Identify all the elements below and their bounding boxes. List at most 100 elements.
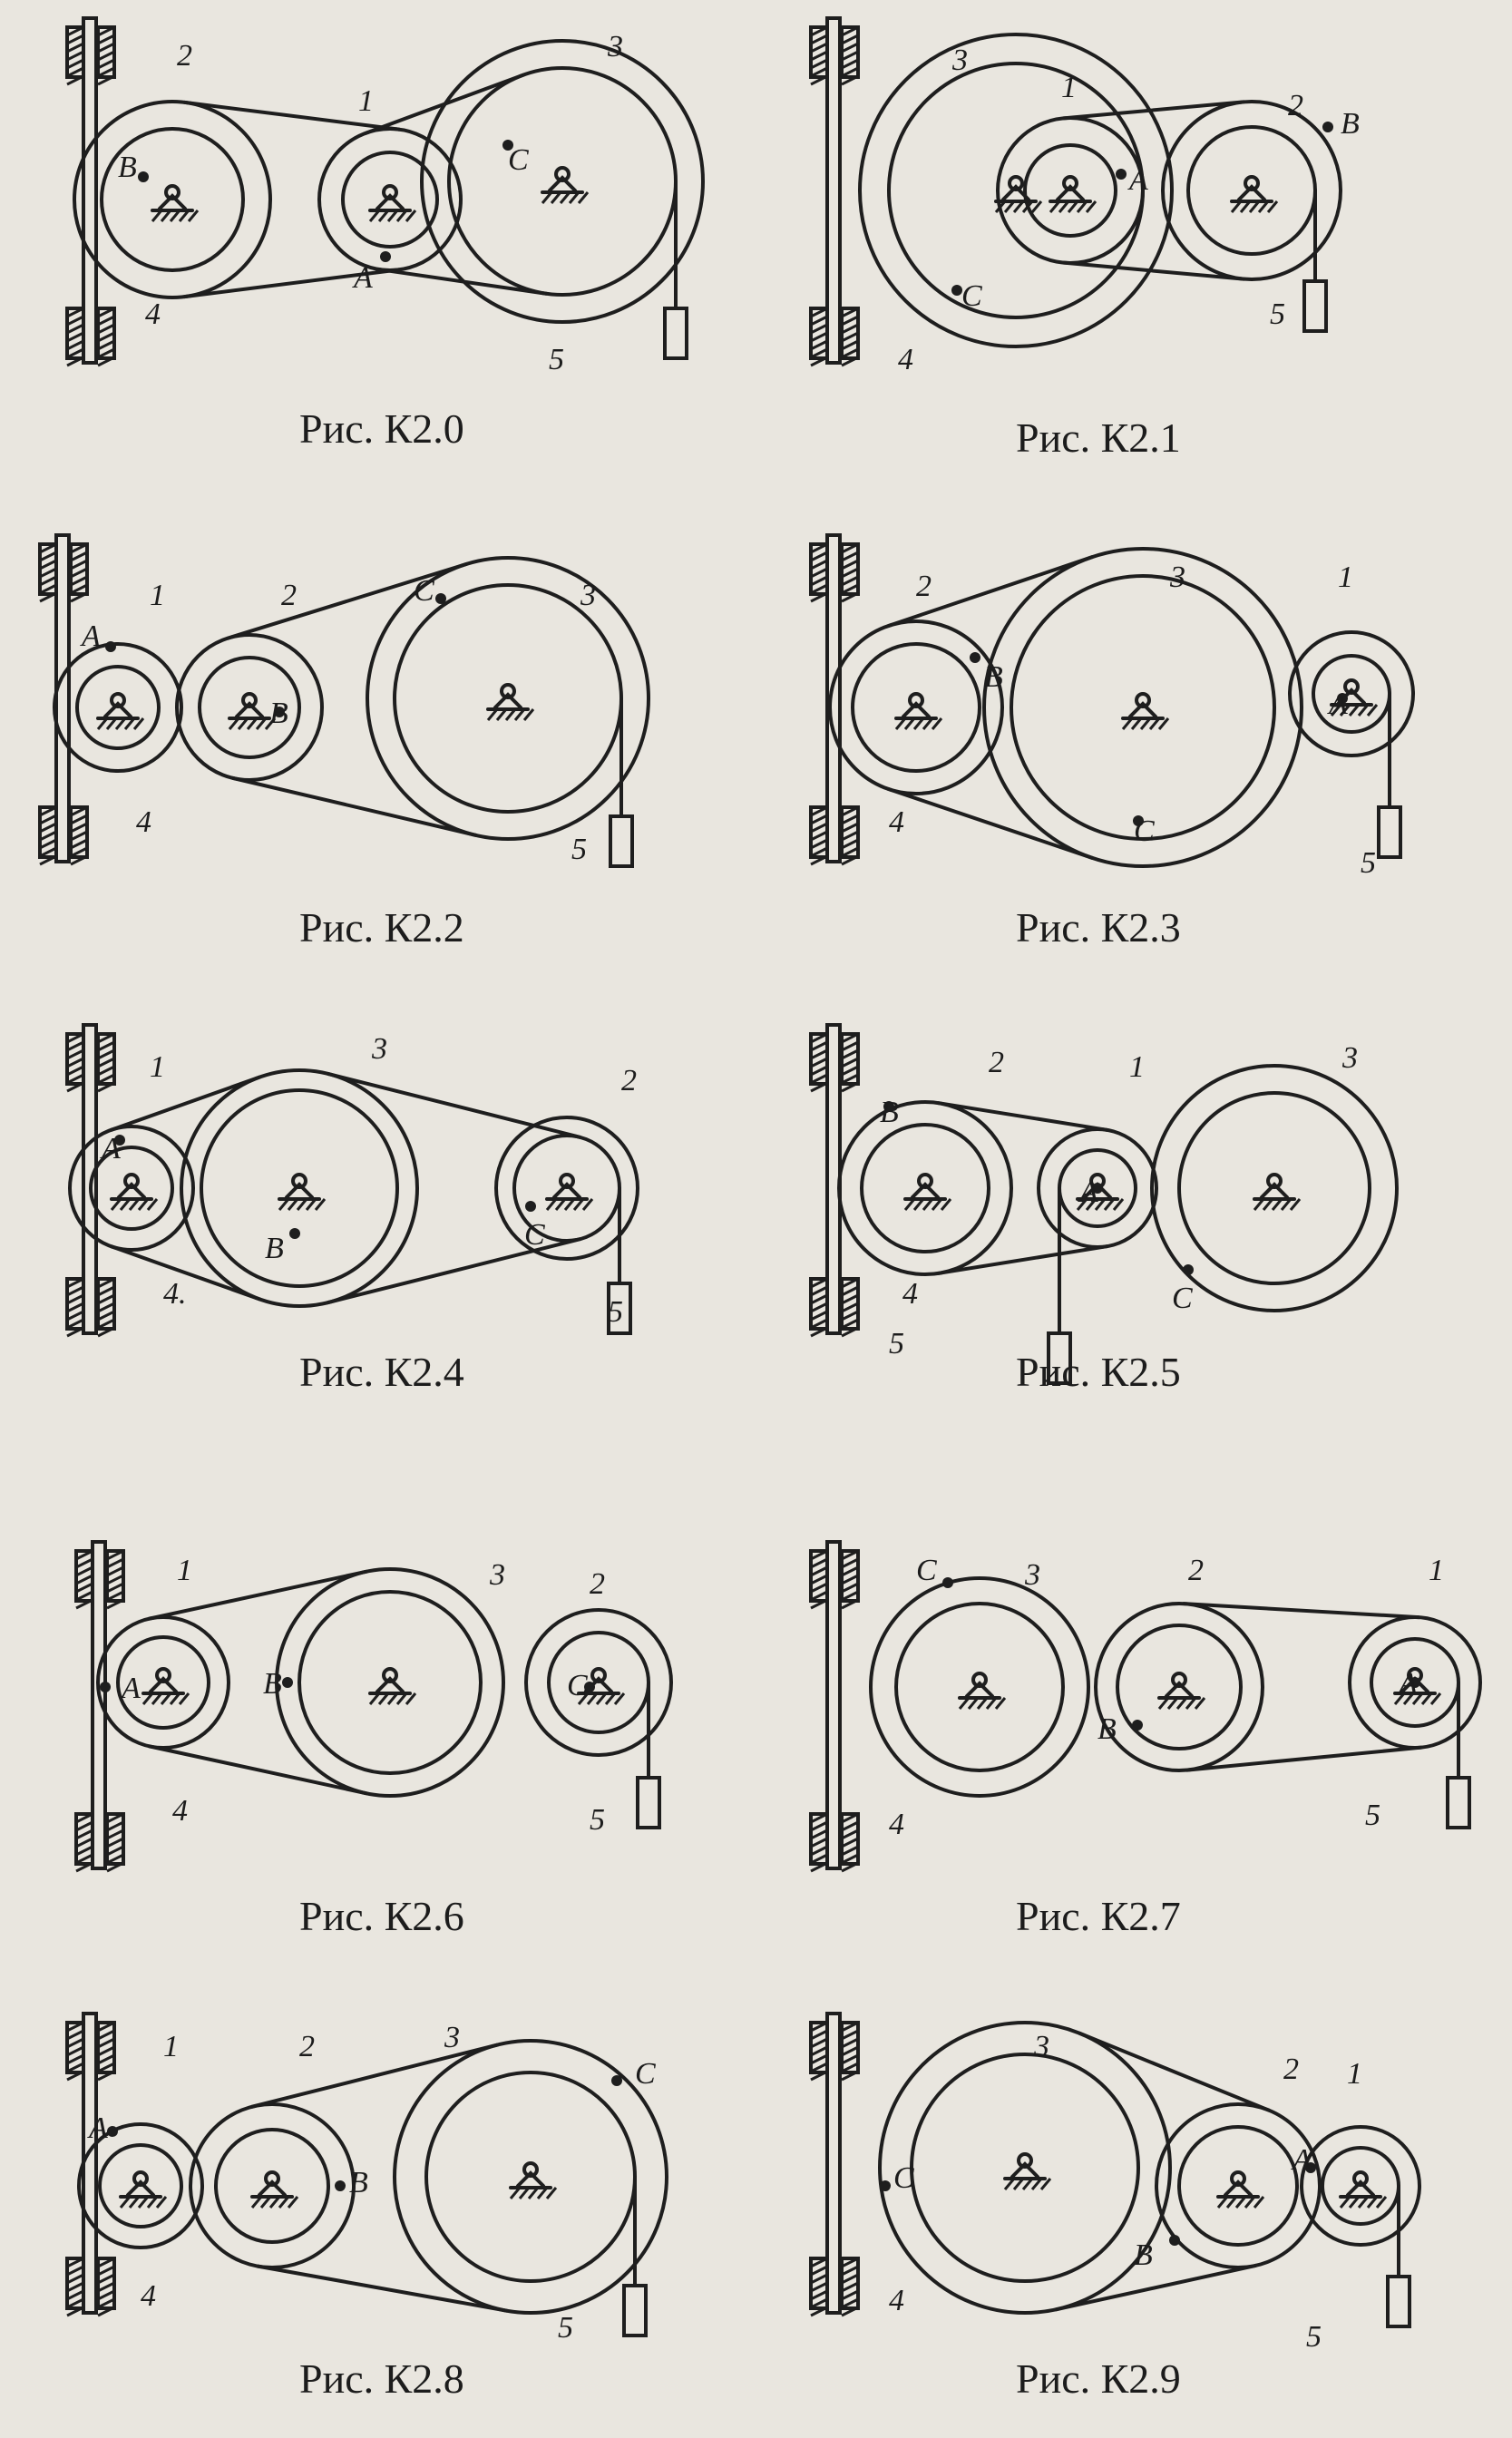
belt [1185,1745,1423,1772]
guide-block [809,2257,829,2317]
point-c [502,140,513,151]
figure-drawing [65,2012,668,2337]
wheel-2 [189,2102,356,2269]
belt [937,1244,1109,1275]
guide-block [65,25,85,86]
label-load: 5 [1306,2320,1322,2354]
axle-support [96,717,145,730]
point-c [951,285,962,296]
figure-caption: Рис. К2.8 [299,2355,464,2402]
label-point-c: C [635,2057,656,2091]
guide-block [65,1032,85,1093]
guide-block [809,1032,829,1093]
belt [182,268,401,299]
label-wheel-2: 2 [299,2030,315,2063]
load-5 [607,1186,632,1335]
figure-caption: Рис. К2.5 [1016,1349,1181,1395]
figure-caption: Рис. К2.3 [1016,904,1181,951]
guide-block [65,2257,85,2317]
wheel-3 [1150,1064,1399,1312]
guide-block [69,805,89,866]
axle-support [228,717,277,730]
axle-support [894,717,943,730]
load-5 [663,180,688,360]
belt [886,555,1094,628]
axle-support [1330,703,1379,717]
label-rack: 4. [163,1277,187,1311]
wheel-3 [180,1068,419,1308]
axle-support [577,1692,626,1705]
label-point-b: B [265,1232,284,1265]
axle-support [958,1696,1007,1710]
wheel-2 [1094,1602,1264,1772]
wheel-2 [1155,2102,1322,2269]
wheel-3 [366,556,650,841]
wheel-2 [837,1100,1013,1276]
load-5 [622,2175,648,2337]
axle-support [1157,1696,1206,1710]
guide-block [65,307,85,367]
label-wheel-1: 1 [1061,71,1077,104]
label-wheel-1: 1 [150,1050,165,1084]
label-wheel-3: 3 [1342,1041,1358,1075]
point-a [380,251,391,262]
guide-block [96,1277,116,1338]
wheel-3 [420,39,705,324]
label-point-b: B [263,1667,282,1701]
wheel-3 [878,2021,1172,2315]
point-b [883,1101,894,1112]
axle-support [119,2195,168,2209]
label-rack: 4 [889,805,904,839]
axle-support [141,1692,190,1705]
guide-block [38,805,58,866]
label-point-c: C [508,143,529,177]
load-5 [1446,1681,1471,1829]
figure-drawing [74,1540,673,1873]
guide-block [840,307,860,367]
wheel-1 [96,1615,230,1750]
label-load: 5 [549,343,564,376]
point-a [105,641,116,652]
label-point-c: C [524,1218,545,1252]
point-b [274,707,285,717]
figure-caption: Рис. К2.0 [299,405,464,452]
label-load: 5 [1365,1799,1380,1832]
axle-support [1003,2177,1052,2190]
guide-block [809,805,829,866]
load-5 [1047,1186,1072,1385]
label-wheel-1: 1 [1338,561,1353,594]
point-c [880,2180,891,2191]
point-c [525,1201,536,1212]
load-5 [1386,2184,1411,2328]
label-point-c: C [916,1554,937,1587]
belt [326,1071,582,1139]
belt [1061,260,1246,281]
guide-block [840,25,860,86]
wheel-1 [77,2122,204,2249]
label-rack: 4 [141,2279,156,2313]
wheel-1 [68,1125,195,1252]
axle-support [151,209,200,222]
label-wheel-3: 3 [1025,1558,1040,1592]
label-point-a: A [354,261,373,295]
wheel-3 [858,33,1174,348]
label-rack: 4 [172,1794,188,1828]
load-5 [609,697,634,868]
label-wheel-3: 3 [1034,2030,1049,2063]
guide-block [809,307,829,367]
label-point-a: A [1293,2143,1312,2177]
label-rack: 4 [145,297,161,331]
point-a [114,1135,125,1146]
label-load: 5 [889,1327,904,1360]
figure-drawing [65,1023,639,1338]
label-point-a: A [1399,1667,1418,1701]
label-load: 5 [1270,297,1285,331]
figure-drawing [809,1540,1482,1873]
figure-drawing [809,1023,1399,1385]
point-b [282,1677,293,1688]
guide-block [74,1812,94,1873]
